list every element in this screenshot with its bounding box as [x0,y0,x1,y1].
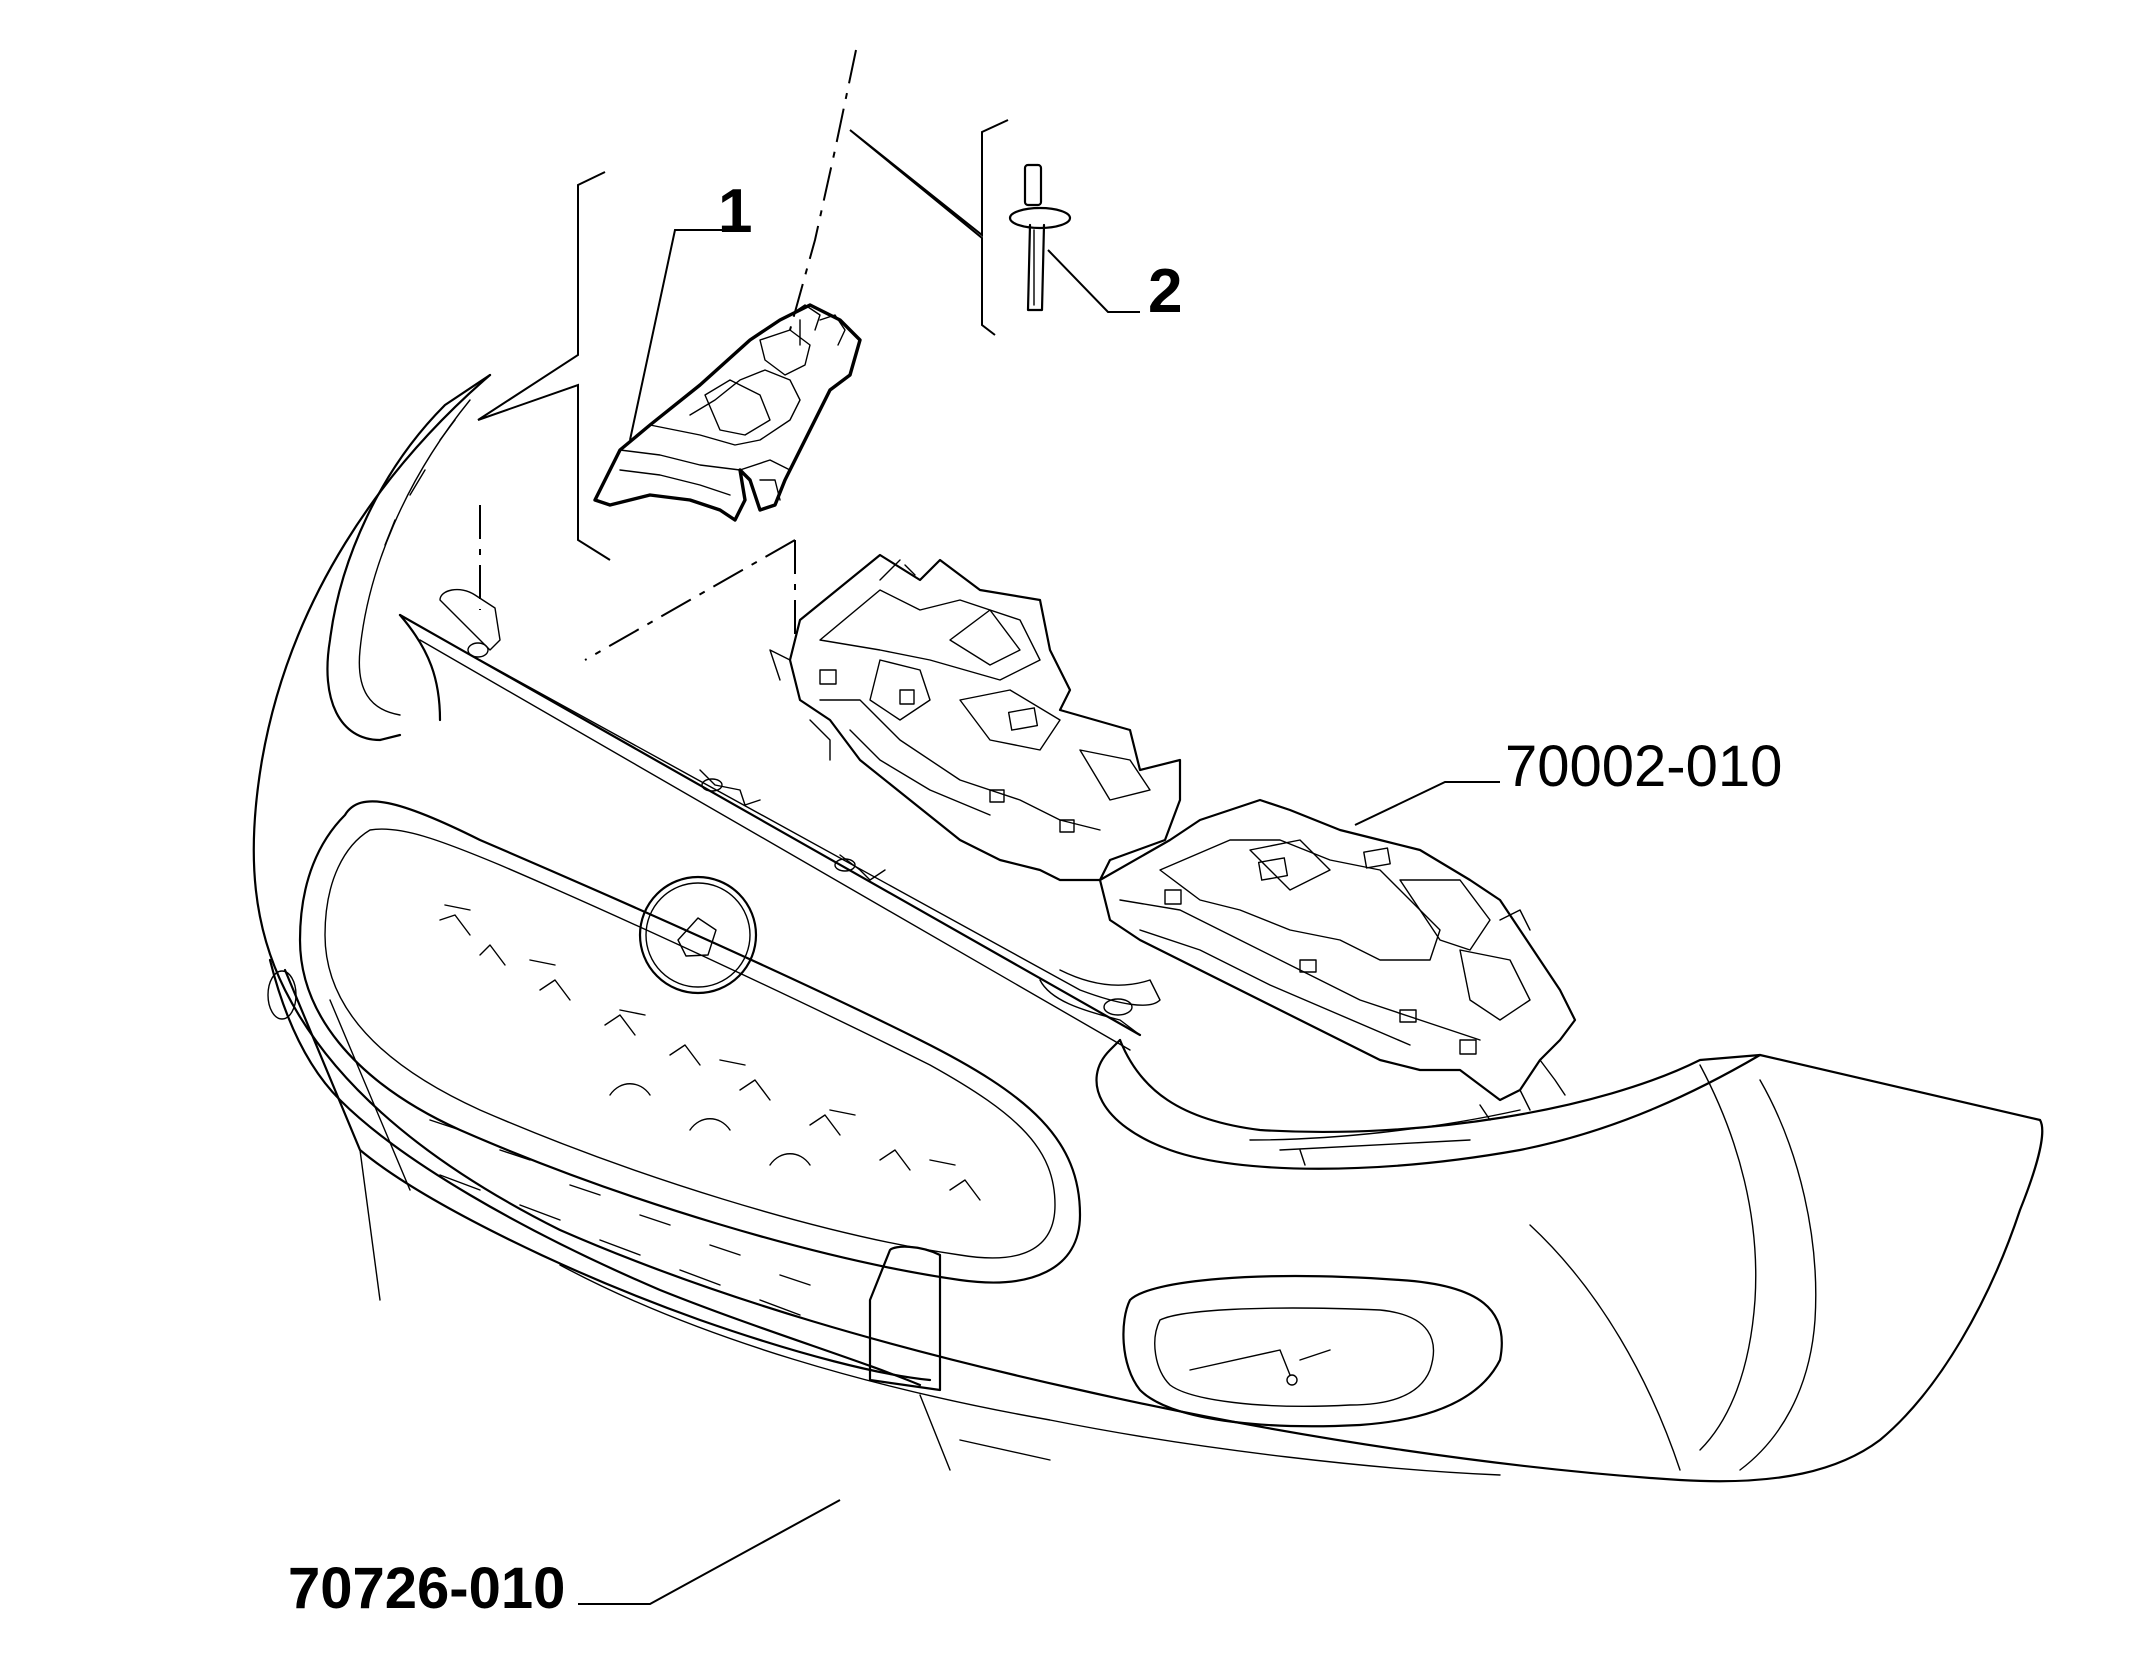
assembly-lines [479,49,857,661]
callout-labels: 1 2 70002-010 70726-010 [288,177,1782,1621]
part-number-bumper: 70726-010 [288,1556,565,1621]
rivet-icon [1008,163,1072,312]
front-bumper [252,373,2044,1483]
grouping-braces [477,119,1009,561]
bracket-icon [593,303,862,522]
callout-item-1: 1 [718,177,752,246]
reinforcement-beam [769,553,1577,1111]
leader-lines [578,229,1500,1605]
part-number-reinforcement: 70002-010 [1505,734,1782,799]
callout-item-2: 2 [1148,257,1182,326]
